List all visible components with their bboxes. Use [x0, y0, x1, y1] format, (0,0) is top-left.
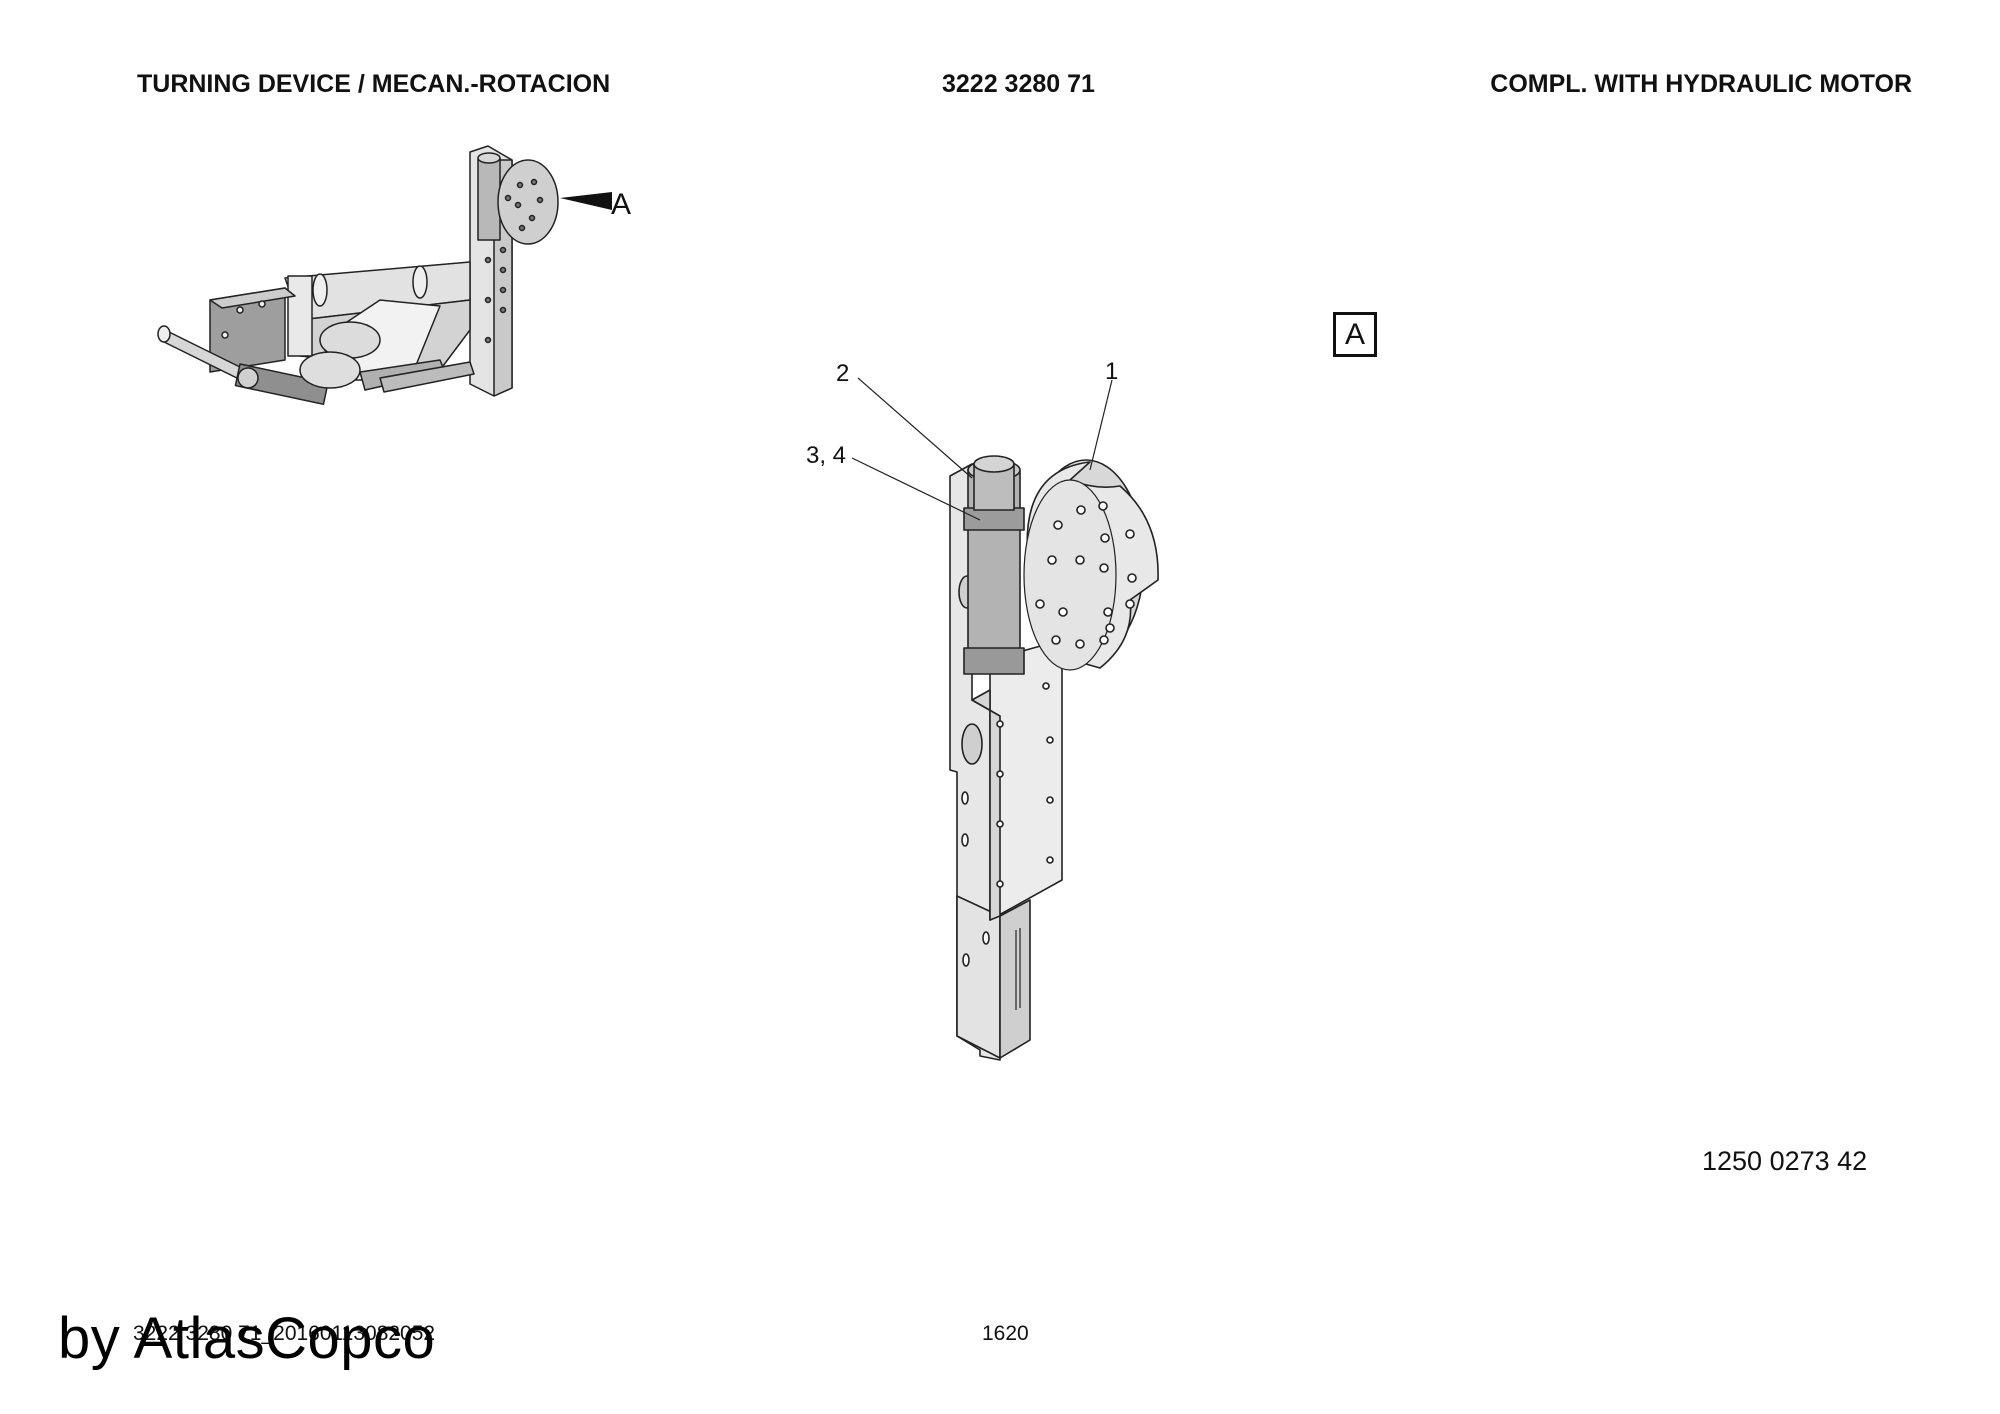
callout-label-2: 2 [836, 360, 850, 387]
watermark-text: by AtlasCopco [58, 1306, 436, 1371]
header-title-right: COMPL. WITH HYDRAULIC MOTOR [1490, 70, 1912, 98]
callout-label-3-4: 3, 4 [806, 442, 847, 469]
footer-doc-code: 3222 3280 71_20160113082052 [133, 1322, 436, 1345]
callout-leader-lines [851, 377, 1113, 521]
overview-view-marker: A [611, 188, 632, 221]
footer-page-number: 1620 [982, 1322, 1029, 1345]
callout-label-1: 1 [1105, 358, 1119, 385]
header-title-left: TURNING DEVICE / MECAN.-ROTACION [137, 70, 611, 98]
detail-view-reference-box: A [1333, 312, 1377, 357]
detail-view-a-illustration [949, 455, 1159, 1061]
overview-assembly-illustration [157, 145, 559, 405]
drawing-number: 1250 0273 42 [1702, 1146, 1868, 1176]
header-part-number: 3222 3280 71 [942, 70, 1095, 98]
view-a-arrow-icon [560, 192, 612, 210]
